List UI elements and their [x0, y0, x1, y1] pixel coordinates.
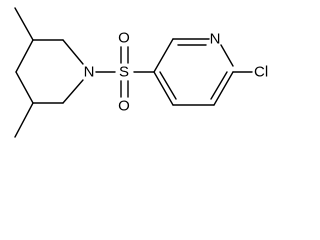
bond-c4-c3 — [15, 39, 34, 73]
bond-c6py-c5py — [213, 71, 234, 106]
bond-n1py-c6py — [220, 44, 234, 67]
bond-c4py-c3py — [153, 71, 174, 106]
pyridine-ring — [153, 38, 253, 106]
bond-c5-c4 — [15, 71, 34, 104]
sulfur-label: S — [119, 64, 129, 81]
bond-n1-c6 — [62, 79, 84, 104]
chemical-structure-diagram: N S O O N Cl — [14, 7, 268, 138]
piperidine-ring — [14, 7, 84, 138]
bond-c4py-c3py-inner — [159, 71, 177, 100]
pyridine-nitrogen-label: N — [210, 31, 221, 48]
sulfonyl-group — [95, 46, 155, 98]
bond-c6py-c5py-inner — [210, 71, 228, 100]
bond-c3-methyl — [14, 7, 34, 41]
bond-c5-methyl — [14, 102, 34, 138]
sulfonyl-oxygen-top-label: O — [118, 30, 130, 47]
bond-c3py-c2py — [153, 38, 174, 73]
sulfonyl-oxygen-bottom-label: O — [118, 98, 130, 115]
piperidine-nitrogen-label: N — [84, 64, 95, 81]
chlorine-label: Cl — [254, 64, 268, 81]
bond-c2-n1 — [62, 39, 84, 65]
